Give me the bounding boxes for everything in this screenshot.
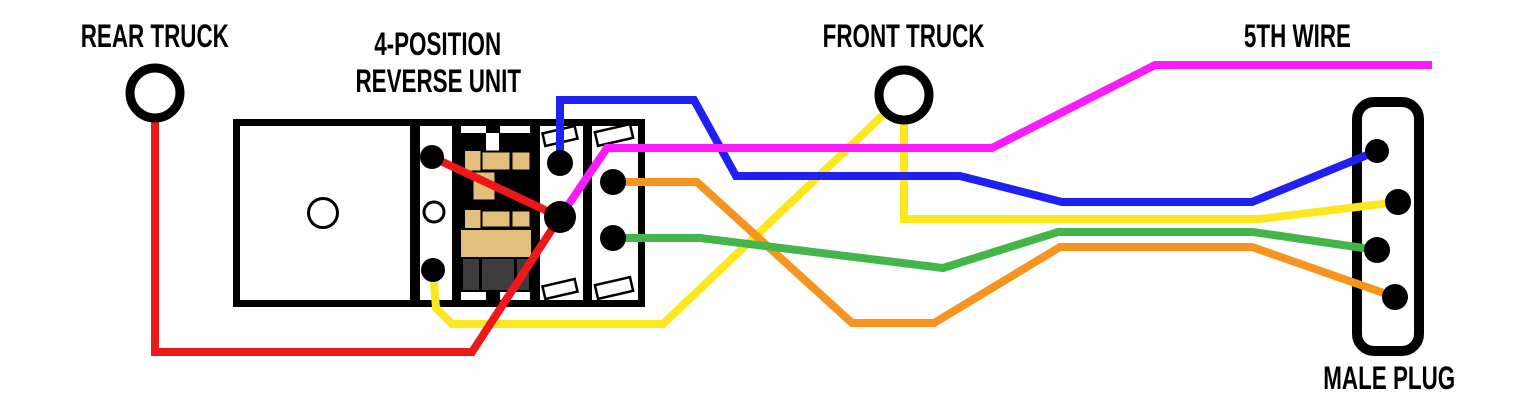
coil-pivot-hole xyxy=(307,197,339,229)
male-plug-body xyxy=(1352,97,1424,356)
drum-slot xyxy=(486,133,499,154)
male-plug-label: MALE PLUG xyxy=(1323,360,1455,396)
terminal-dot-unit-s4-center xyxy=(544,201,576,233)
reverse-unit-drum xyxy=(461,119,532,307)
terminal-strip-hole xyxy=(422,200,446,224)
drum-stem-bottom xyxy=(486,292,500,307)
unit-divider-2 xyxy=(452,122,461,304)
drum-contact-cell xyxy=(510,150,532,172)
terminal-dot-unit-s2-bottom xyxy=(421,258,445,282)
plug-pin-1 xyxy=(1365,139,1389,163)
wire-green-unit-to-plug xyxy=(613,228,1378,273)
drum-contact-cell xyxy=(480,209,512,229)
plug-pin-2 xyxy=(1385,189,1411,215)
drum-lower-cell xyxy=(482,259,514,290)
rear-truck-circle xyxy=(125,63,185,123)
terminal-dot-unit-s5-top xyxy=(600,169,626,195)
finger-contact-plate xyxy=(593,122,635,148)
drum-base-plate xyxy=(461,230,531,257)
fifth-wire-label: 5TH WIRE xyxy=(1243,18,1351,54)
plug-pin-3 xyxy=(1364,237,1390,263)
drum-contact-cell xyxy=(510,209,532,229)
rear-truck-label: REAR TRUCK xyxy=(80,18,230,54)
wire-red-rear-truck-to-unit xyxy=(151,93,564,356)
terminal-dot-unit-s5-bottom xyxy=(600,225,626,251)
wire-red-branch xyxy=(430,153,562,221)
wire-blue-unit-to-plug xyxy=(556,96,1379,206)
wire-yellow-front-truck-to-plug xyxy=(900,95,1399,223)
plug-pin-4 xyxy=(1382,284,1408,310)
wire-yellow-unit-to-front-truck xyxy=(429,92,907,328)
unit-divider-1 xyxy=(410,122,420,304)
finger-contact-plate xyxy=(593,275,635,301)
drum-stem-top xyxy=(486,119,500,135)
finger-contact-plate xyxy=(540,277,580,301)
reverse-unit-label: 4-POSITION REVERSE UNIT xyxy=(355,26,521,99)
drum-lower-cell xyxy=(463,259,479,290)
unit-divider-3 xyxy=(530,122,540,304)
drum-contact-cell xyxy=(480,150,512,172)
unit-divider-4 xyxy=(583,122,592,304)
terminal-dot-unit-s4-top xyxy=(547,150,573,176)
front-truck-label: FRONT TRUCK xyxy=(823,18,985,54)
front-truck-circle xyxy=(874,65,934,125)
wire-orange-unit-to-plug xyxy=(613,178,1397,327)
wire-magenta-5th-wire xyxy=(556,61,1432,220)
terminal-dot-unit-s2-top xyxy=(420,145,444,169)
